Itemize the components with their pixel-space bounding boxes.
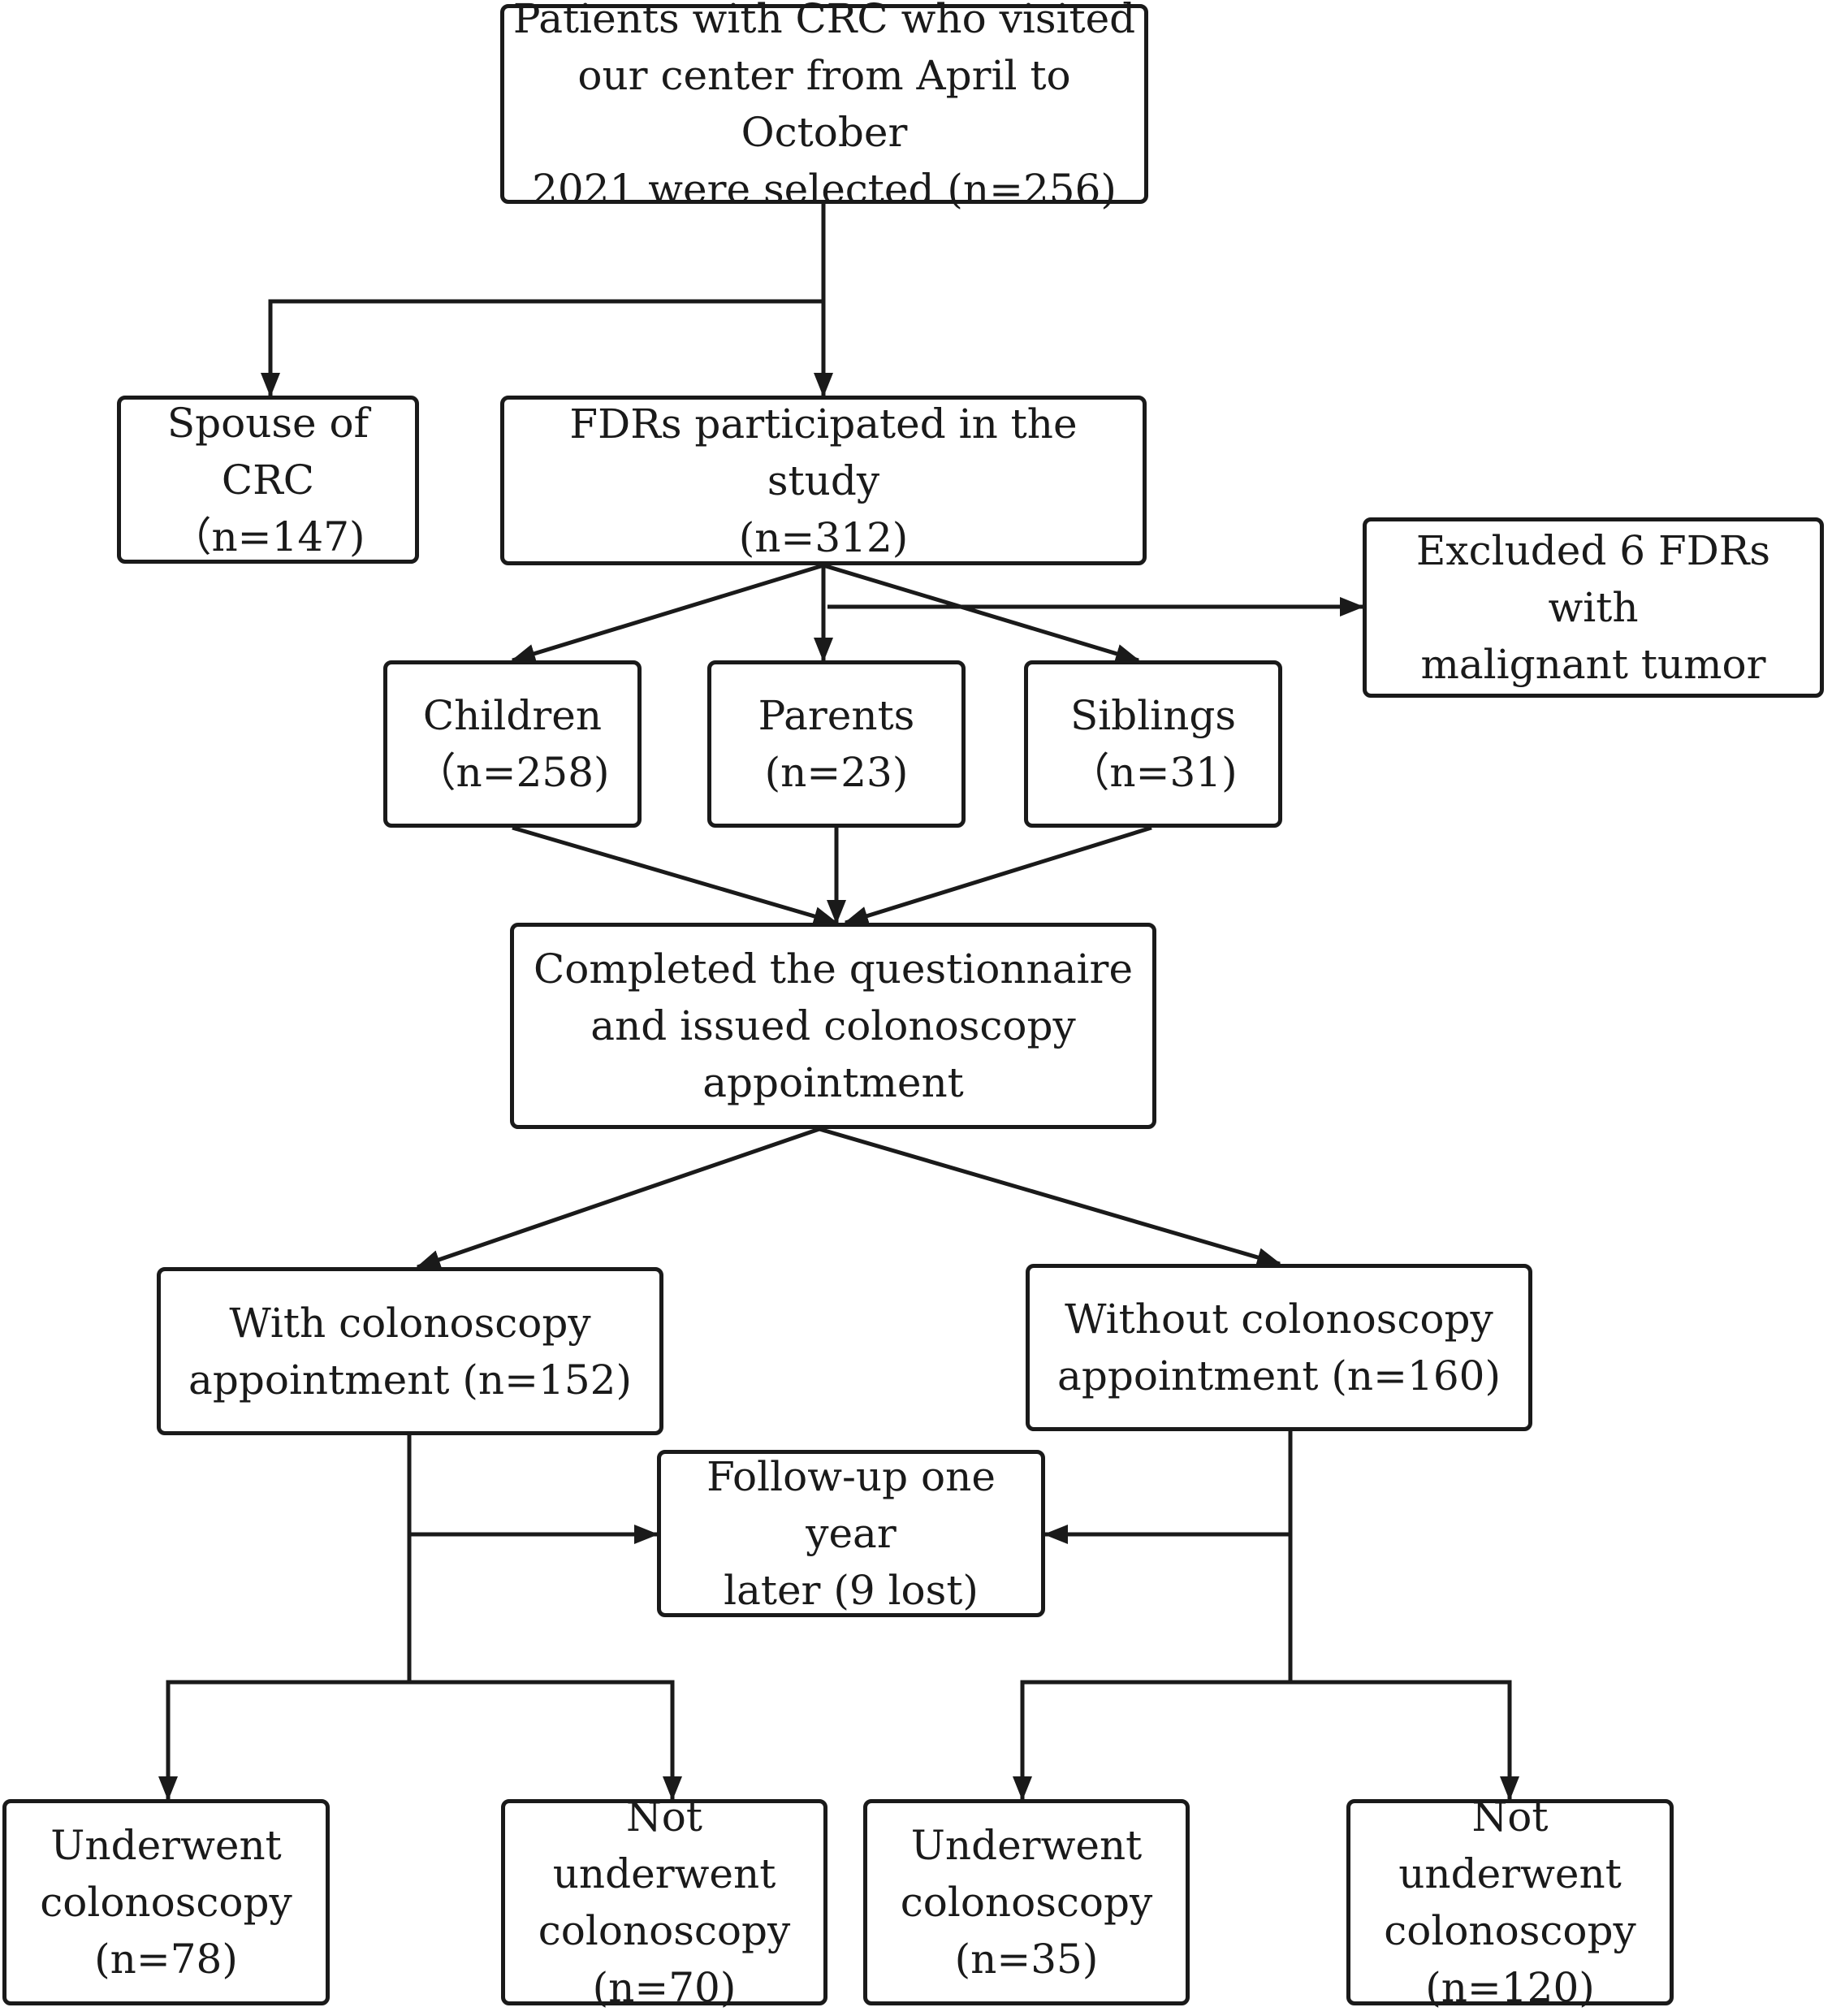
node-children: Children （n=258) [383,660,642,828]
edge-with-to-not-underwent [409,1680,682,1801]
node-fdrs-label: FDRs participated in the study (n=312) [569,400,1078,561]
node-with-not-underwent-label: Not underwent colonoscopy (n=70) [538,1793,791,2011]
node-without-not-underwent: Not underwent colonoscopy (n=120) [1346,1793,1674,2011]
node-with-appointment: With colonoscopy appointment (n=152) [157,1267,663,1435]
edge-fdrs-to-siblings [823,563,1140,664]
edge-children-to-completed [512,825,838,926]
edge-siblings-to-completed [844,825,1152,926]
node-fdrs: FDRs participated in the study (n=312) [500,396,1147,565]
edge-without-to-not-underwent [1290,1680,1519,1801]
node-with-underwent-label: Underwent colonoscopy (n=78) [40,1822,292,1983]
node-parents-label: Parents (n=23) [758,692,915,796]
node-parents: Parents (n=23) [707,660,966,828]
edge-fdrs-to-children [511,563,824,664]
edge-without-to-underwent [1013,1680,1290,1801]
node-children-label: Children （n=258) [415,692,610,796]
node-without-not-underwent-label: Not underwent colonoscopy (n=120) [1384,1793,1636,2011]
node-completed-label: Completed the questionnaire and issued c… [533,945,1134,1106]
node-excluded: Excluded 6 FDRs with malignant tumor [1363,517,1824,698]
node-without-appointment: Without colonoscopy appointment (n=160) [1026,1264,1532,1431]
node-spouse: Spouse of CRC（n=147) [117,396,419,564]
node-spouse-label: Spouse of CRC（n=147) [166,399,369,560]
node-siblings: Siblings （n=31) [1024,660,1282,828]
node-without-underwent-label: Underwent colonoscopy (n=35) [900,1822,1153,1983]
node-excluded-label: Excluded 6 FDRs with malignant tumor [1415,527,1771,688]
edge-completed-to-without [819,1127,1281,1267]
node-without-appointment-label: Without colonoscopy appointment (n=160) [1057,1296,1501,1400]
node-followup-label: Follow-up one year later (9 lost) [706,1453,996,1614]
node-completed: Completed the questionnaire and issued c… [510,923,1156,1129]
edge-completed-to-with [416,1127,820,1270]
node-with-appointment-label: With colonoscopy appointment (n=152) [188,1299,632,1404]
node-without-underwent: Underwent colonoscopy (n=35) [863,1799,1190,2005]
node-with-underwent: Underwent colonoscopy (n=78) [2,1799,330,2005]
node-siblings-label: Siblings （n=31) [1069,692,1238,796]
node-patients-label: Patients with CRC who visited our center… [512,0,1136,213]
edge-patients-to-spouse [261,299,823,397]
node-followup: Follow-up one year later (9 lost) [657,1450,1045,1617]
node-with-not-underwent: Not underwent colonoscopy (n=70) [501,1793,827,2011]
edge-with-to-underwent [158,1680,409,1801]
node-patients: Patients with CRC who visited our center… [500,0,1148,213]
